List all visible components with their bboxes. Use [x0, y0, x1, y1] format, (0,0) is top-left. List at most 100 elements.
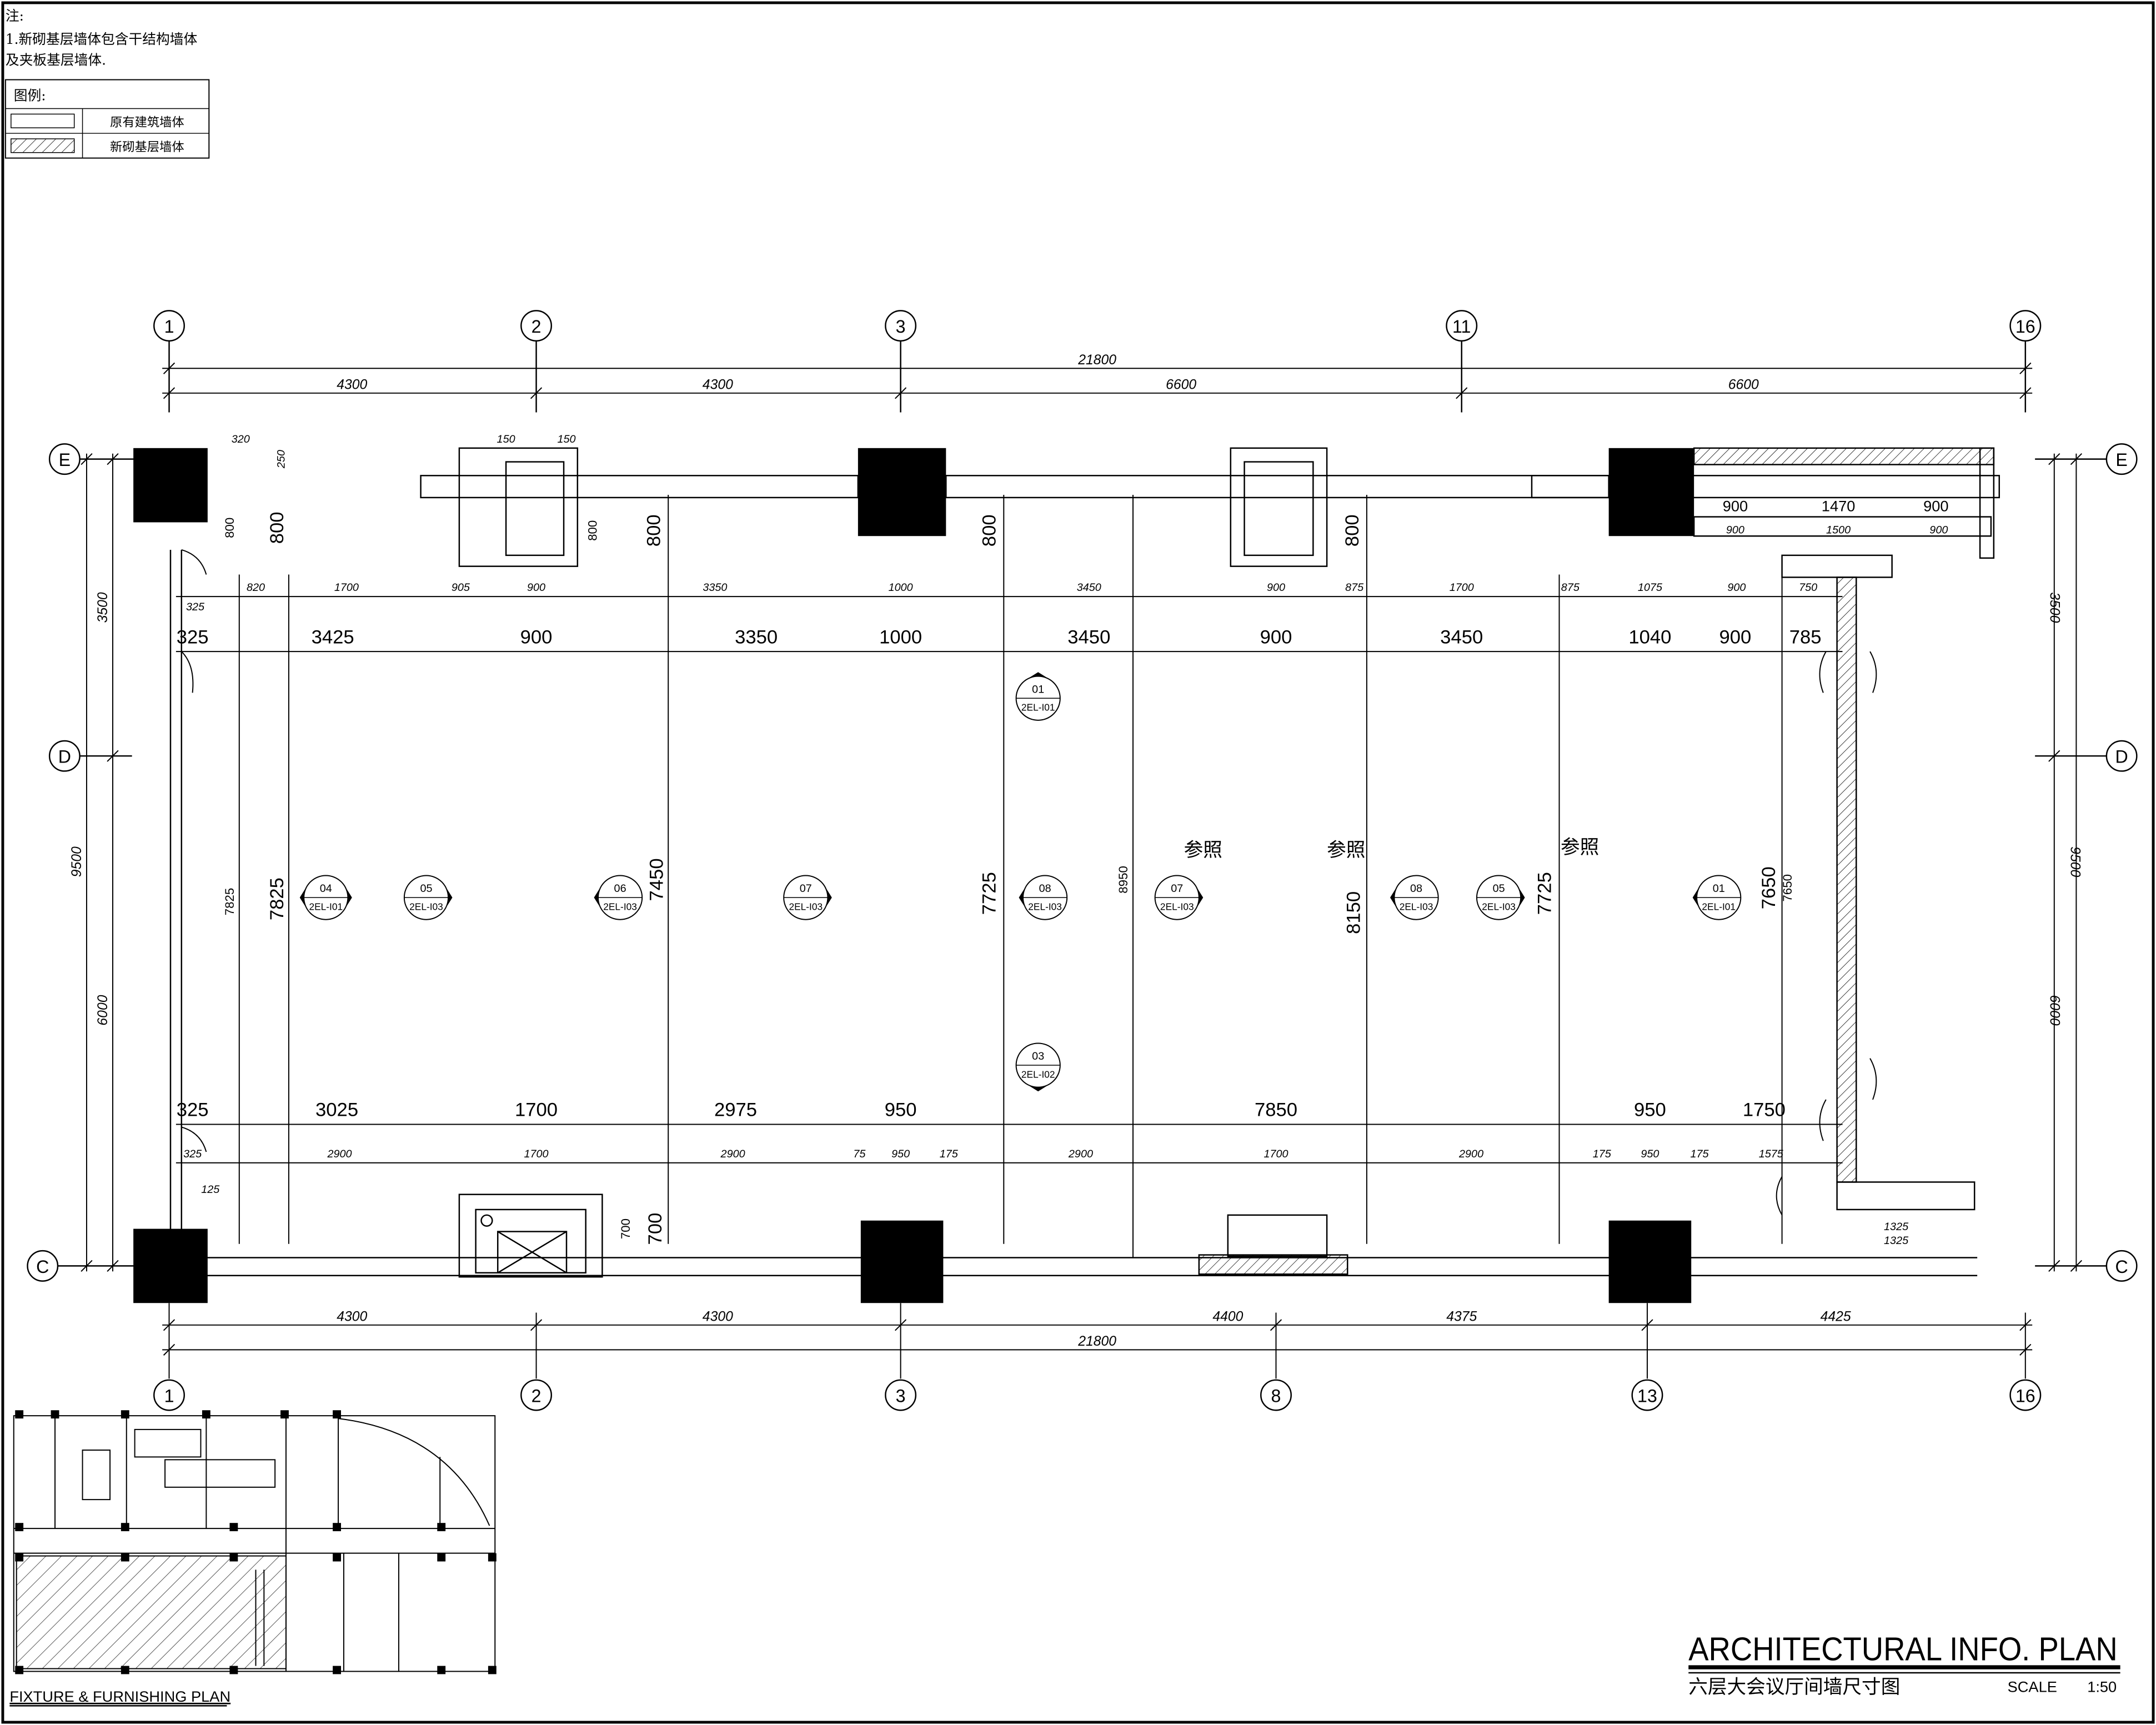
- title-block-subtitle: 六层大会议厅间墙尺寸图: [1688, 1676, 1900, 1698]
- dim-vert-8950: 8950: [1116, 866, 1130, 894]
- callout-marker: 01 2EL-I01: [1692, 875, 1742, 920]
- callout-marker: 04 2EL-I01: [299, 875, 352, 920]
- dim-vert-800-6: 800: [1342, 514, 1363, 546]
- dim-row-b-5: 1000: [879, 626, 922, 648]
- dim-right-upper: 3500: [2047, 592, 2062, 623]
- dim-row-b-7: 900: [1260, 626, 1292, 648]
- title-block-title: ARCHITECTURAL INFO. PLAN: [1688, 1631, 2117, 1668]
- callout-6-top: 07: [1171, 882, 1183, 895]
- grid-axes-top: [153, 310, 2042, 413]
- dim-row-c-8: 1750: [1743, 1100, 1786, 1121]
- grid-axis-bottom-1: 1: [164, 1386, 174, 1406]
- dim-vert-7450: 7450: [646, 858, 667, 901]
- dim-row-a-5: 3350: [703, 581, 727, 594]
- dim-bottom-span-3: 4400: [1212, 1309, 1243, 1324]
- callout-10-bottom: 2EL-I01: [1021, 702, 1055, 713]
- callout-6-bottom: 2EL-I03: [1160, 901, 1194, 912]
- legend-title: 图例:: [14, 88, 46, 104]
- dim-row-d-9: 2900: [1458, 1148, 1483, 1160]
- callout-2-bottom: 2EL-I03: [409, 901, 443, 912]
- dim-topright-3: 900: [1923, 498, 1948, 515]
- notes-line-1: 1.新砌基层墙体包含干结构墙体: [6, 31, 198, 47]
- door-swings: [181, 549, 1877, 1216]
- dim-small-1325-b: 1325: [1884, 1235, 1909, 1247]
- dim-topright-2: 1470: [1822, 498, 1856, 515]
- dim-row-a-6: 1000: [889, 581, 913, 594]
- callout-1-bottom: 2EL-I01: [309, 901, 343, 912]
- dim-row-a-10: 1700: [1450, 581, 1474, 594]
- reference-label-2: 参照: [1327, 839, 1365, 861]
- dim-right-lower: 6000: [2047, 995, 2062, 1026]
- structural-columns: [133, 448, 1694, 1303]
- callout-marker: 07 2EL-I03: [783, 875, 832, 920]
- legend-label-existing-wall: 原有建筑墙体: [110, 116, 184, 130]
- callout-2-top: 05: [420, 882, 432, 895]
- dim-top-span-3: 6600: [1166, 377, 1196, 392]
- reference-label-1: 参照: [1184, 839, 1222, 861]
- dim-vert-7650-b: 7650: [1781, 874, 1794, 902]
- dim-vert-7825-a: 7825: [223, 888, 237, 916]
- dim-bottom-span-5: 4425: [1821, 1309, 1851, 1324]
- dim-small-250: 250: [275, 450, 287, 469]
- dim-row-b-3: 900: [520, 626, 553, 648]
- callout-10-top: 01: [1032, 683, 1044, 695]
- callout-9-top: 01: [1713, 882, 1725, 895]
- dim-vert-7725-a: 7725: [979, 872, 1000, 915]
- dim-row-b-8: 3450: [1440, 626, 1483, 648]
- title-block-scale-label: SCALE: [2008, 1678, 2057, 1696]
- dim-row-d-7: 2900: [1068, 1148, 1093, 1160]
- callout-11-top: 03: [1032, 1050, 1044, 1062]
- callout-marker: 03 2EL-I02: [1015, 1042, 1061, 1092]
- key-plan: [13, 1415, 496, 1672]
- dim-row-c-1: 325: [177, 1100, 209, 1121]
- dim-row-a-1: 820: [247, 581, 265, 594]
- dim-row-c-4: 2975: [714, 1100, 757, 1121]
- dim-row-d-6: 175: [940, 1148, 959, 1160]
- dim-vert-700-2: 700: [645, 1213, 666, 1245]
- grid-axis-top-1: 1: [164, 317, 174, 337]
- reference-label-3: 参照: [1561, 836, 1599, 859]
- dim-row-c-6: 7850: [1255, 1100, 1297, 1121]
- dim-row-d-10: 175: [1593, 1148, 1612, 1160]
- dim-left-total: 9500: [69, 846, 84, 877]
- dim-row-d-5: 950: [891, 1148, 910, 1160]
- callout-8-bottom: 2EL-I03: [1482, 901, 1516, 912]
- callout-marker: 08 2EL-I03: [1019, 875, 1068, 920]
- callout-11-bottom: 2EL-I02: [1021, 1069, 1055, 1080]
- grid-axis-row-e-right: E: [2115, 450, 2127, 470]
- callout-marker: 05 2EL-I03: [403, 875, 453, 920]
- dim-row-a-14: 750: [1799, 581, 1817, 594]
- dim-left-upper: 3500: [96, 592, 111, 623]
- dim-row-a-2: 1700: [334, 581, 359, 594]
- callout-marker: 01 2EL-I01: [1015, 672, 1061, 721]
- grid-axis-bottom-2: 2: [532, 1386, 541, 1406]
- dim-row-a-7: 3450: [1077, 581, 1101, 594]
- grid-axes-bottom: [153, 1379, 2042, 1411]
- dim-row-a-12: 1075: [1638, 581, 1663, 594]
- callout-5-bottom: 2EL-I03: [1028, 901, 1062, 912]
- dim-row-a-11: 875: [1561, 581, 1580, 594]
- dim-row-c-7: 950: [1634, 1100, 1666, 1121]
- dim-small-320: 320: [232, 433, 250, 445]
- dim-small-1325-a: 1325: [1884, 1221, 1909, 1233]
- dim-small-325-d: 325: [183, 1148, 202, 1160]
- dim-row-d-2: 1700: [524, 1148, 549, 1160]
- dim-row-a-8: 900: [1267, 581, 1285, 594]
- dim-row-d-4: 75: [853, 1148, 866, 1160]
- dim-small-150-a: 150: [497, 433, 515, 445]
- dim-row-a-9: 875: [1345, 581, 1364, 594]
- grid-axis-row-c-right: C: [2115, 1257, 2128, 1277]
- callout-3-bottom: 2EL-I03: [603, 901, 637, 912]
- dim-row-d-8: 1700: [1263, 1148, 1288, 1160]
- dim-vert-800-5: 800: [979, 514, 1000, 546]
- dim-top-span-4: 6600: [1728, 377, 1759, 392]
- dim-top-span-1: 4300: [337, 377, 367, 392]
- dim-topright-5: 1500: [1826, 524, 1851, 536]
- dim-bottom-span-4: 4375: [1446, 1309, 1477, 1324]
- dim-row-b-9: 1040: [1628, 626, 1671, 648]
- dim-bottom-total: 21800: [1077, 1334, 1116, 1349]
- dim-row-b-4: 3350: [735, 626, 778, 648]
- grid-axis-bottom-4: 8: [1271, 1386, 1281, 1406]
- callout-7-top: 08: [1410, 882, 1422, 895]
